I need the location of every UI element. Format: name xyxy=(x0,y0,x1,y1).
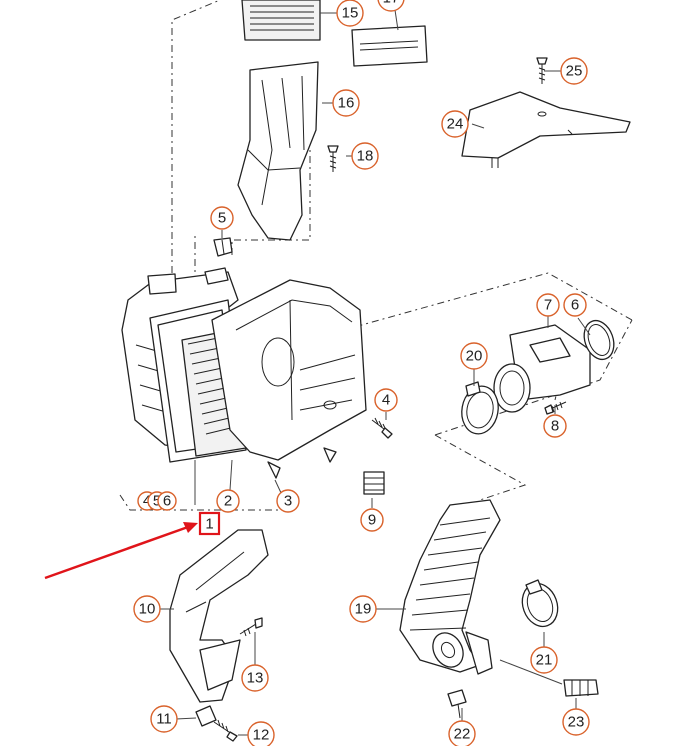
part-15-grille xyxy=(241,0,321,41)
svg-text:16: 16 xyxy=(338,95,355,112)
callout-23[interactable]: 23 xyxy=(562,708,590,736)
callout-10[interactable]: 10 xyxy=(133,595,161,623)
svg-text:3: 3 xyxy=(284,493,292,510)
svg-text:5: 5 xyxy=(153,493,161,510)
svg-text:1: 1 xyxy=(205,516,213,533)
svg-text:5: 5 xyxy=(218,210,226,227)
svg-text:7: 7 xyxy=(544,297,552,314)
svg-text:6: 6 xyxy=(163,493,171,510)
svg-text:4: 4 xyxy=(382,392,390,409)
callout-7[interactable]: 7 xyxy=(536,293,560,317)
svg-text:6: 6 xyxy=(571,297,579,314)
svg-text:2: 2 xyxy=(224,493,232,510)
callout-1-highlighted[interactable]: 1 xyxy=(198,511,221,536)
part-16-intake-duct xyxy=(237,61,319,241)
callout-15[interactable]: 15 xyxy=(336,0,364,27)
callout-13[interactable]: 13 xyxy=(241,664,269,692)
part-19-intake-hose xyxy=(399,499,501,675)
callout-4[interactable]: 4 xyxy=(374,388,398,412)
svg-text:9: 9 xyxy=(368,512,376,529)
screw-13 xyxy=(239,617,263,637)
svg-text:10: 10 xyxy=(139,601,156,618)
screw-12 xyxy=(213,719,238,742)
callout-18[interactable]: 18 xyxy=(351,142,379,170)
callout-9[interactable]: 9 xyxy=(360,508,384,532)
part-23-sensor xyxy=(499,659,599,697)
svg-text:23: 23 xyxy=(568,714,585,731)
screw-25 xyxy=(536,57,548,84)
callout-8[interactable]: 8 xyxy=(543,414,567,438)
svg-text:15: 15 xyxy=(342,5,359,22)
svg-text:13: 13 xyxy=(247,670,264,687)
callout-6[interactable]: 6 xyxy=(563,293,587,317)
svg-text:24: 24 xyxy=(447,116,464,133)
callout-25[interactable]: 25 xyxy=(560,57,588,85)
svg-text:12: 12 xyxy=(253,727,270,744)
screw-4 xyxy=(371,417,393,439)
screw-18 xyxy=(327,145,339,172)
callout-16[interactable]: 16 xyxy=(332,89,360,117)
svg-text:19: 19 xyxy=(355,601,372,618)
part-6-oring xyxy=(583,319,615,361)
callout-3[interactable]: 3 xyxy=(276,489,300,513)
callout-20[interactable]: 20 xyxy=(460,342,488,370)
callout-11[interactable]: 11 xyxy=(150,705,178,733)
svg-text:4: 4 xyxy=(143,493,151,510)
svg-text:8: 8 xyxy=(551,418,559,435)
bolt-5 xyxy=(213,237,233,257)
part-7-air-mass-meter xyxy=(493,324,591,413)
callout-2[interactable]: 2 xyxy=(216,489,240,513)
screw-8 xyxy=(544,401,567,415)
callout-24[interactable]: 24 xyxy=(441,110,469,138)
part-20-hose-clamp xyxy=(461,381,499,435)
air-filter-housing xyxy=(121,267,367,479)
part-11-gasket xyxy=(195,705,217,727)
svg-text:17: 17 xyxy=(383,0,400,7)
highlight-arrow xyxy=(44,522,198,580)
leader-lines xyxy=(160,9,591,736)
svg-text:20: 20 xyxy=(466,348,483,365)
svg-text:25: 25 xyxy=(566,63,583,80)
part-22-bolt xyxy=(447,689,467,719)
callout-21[interactable]: 21 xyxy=(530,646,558,674)
part-21-hose-clamp xyxy=(521,579,559,628)
callout-6-group[interactable]: 6 xyxy=(157,491,177,511)
svg-text:21: 21 xyxy=(536,652,553,669)
svg-text:18: 18 xyxy=(357,148,374,165)
callout-19[interactable]: 19 xyxy=(349,595,377,623)
callout-17[interactable]: 17 xyxy=(377,0,405,12)
part-17-plate xyxy=(351,25,428,67)
callout-5[interactable]: 5 xyxy=(210,206,234,230)
part-9-grommet xyxy=(363,471,385,495)
svg-text:11: 11 xyxy=(156,711,172,728)
callout-22[interactable]: 22 xyxy=(448,720,476,746)
part-10-air-guide xyxy=(169,529,269,703)
svg-text:22: 22 xyxy=(454,726,471,743)
callout-12[interactable]: 12 xyxy=(247,721,275,746)
part-24-heat-shield xyxy=(461,91,631,168)
